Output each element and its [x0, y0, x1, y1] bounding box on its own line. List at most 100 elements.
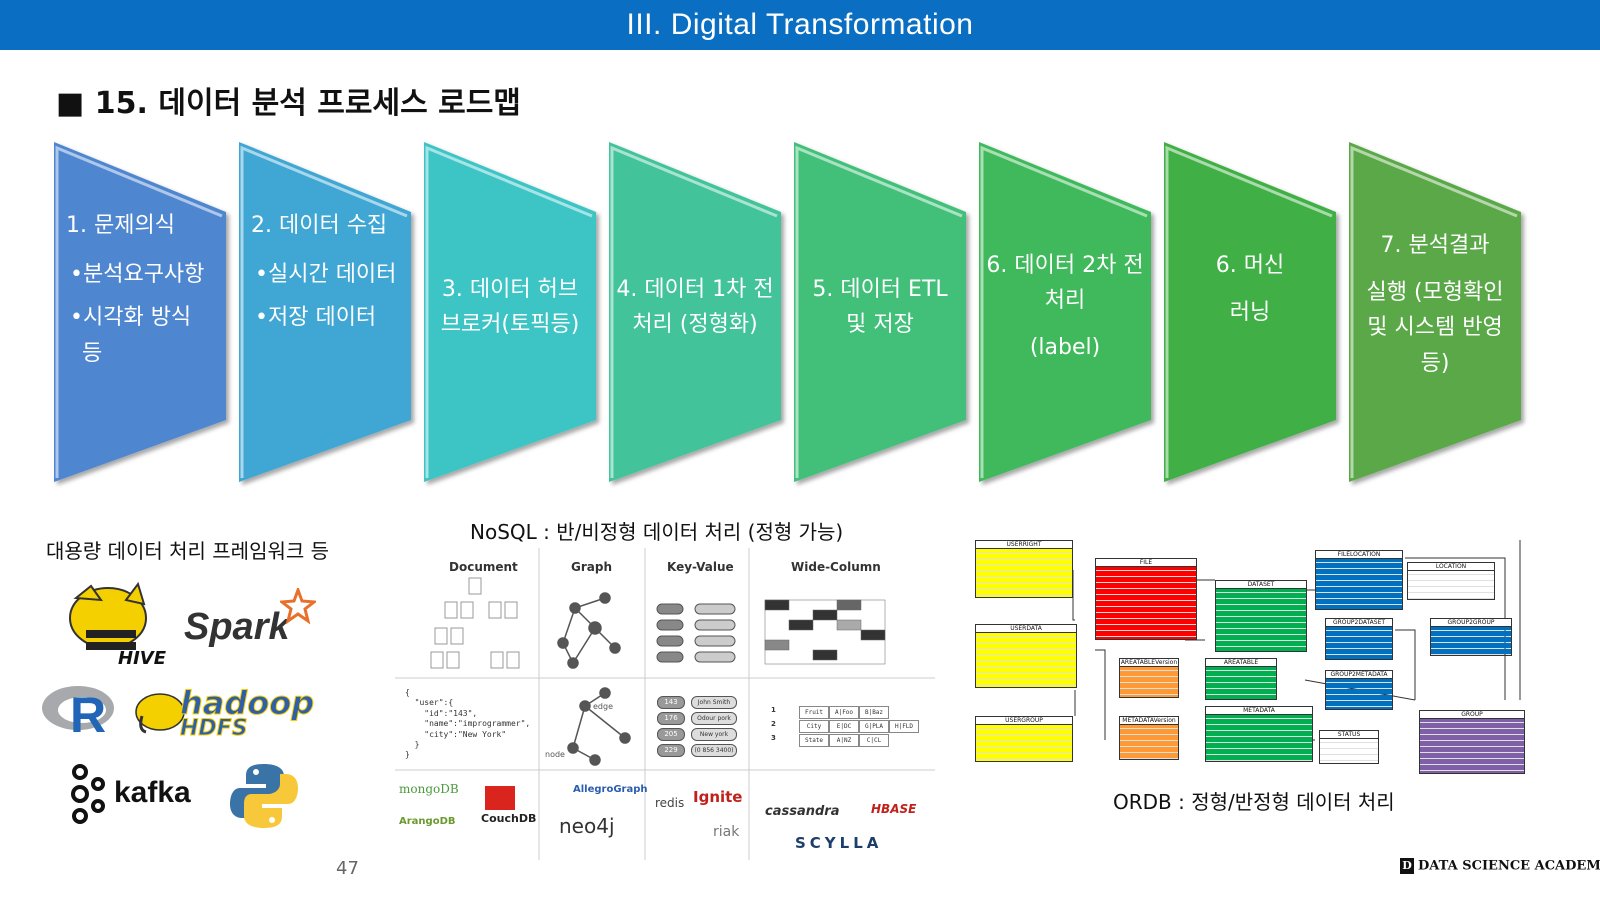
step-text-6: 6. 데이터 2차 전처리 (label): [985, 248, 1145, 366]
hadoop-label: hadoop: [179, 684, 315, 723]
frameworks-caption: 대용량 데이터 처리 프레임워크 등: [46, 539, 330, 563]
step-title: 5. 데이터 ETL 및 저장: [812, 277, 948, 338]
col-wide-column: Wide-Column: [791, 560, 881, 574]
kv-value: New york: [691, 728, 737, 741]
kafka-logo: kafka: [66, 764, 206, 826]
page-title: ■ 15. 데이터 분석 프로세스 로드맵: [56, 86, 521, 121]
step-title: 4. 데이터 1차 전처리 (정형화): [616, 277, 774, 338]
wc-cell: A|NZ: [829, 734, 859, 747]
ordb-entity-name: DATASET: [1216, 581, 1306, 589]
step-text-1: 1. 문제의식 •분석요구사항 •시각화 방식 등: [66, 208, 212, 371]
graph-node-label: node: [545, 750, 565, 759]
col-graph: Graph: [571, 560, 612, 574]
ordb-entity: AREATABLE: [1205, 658, 1277, 700]
step-title: 6. 머신: [1215, 253, 1285, 278]
nosql-caption: NoSQL : 반/비정형 데이터 처리 (정형 가능): [470, 520, 844, 544]
step-bullet: •분석요구사항: [70, 262, 205, 288]
ordb-entity: DATASET: [1215, 580, 1307, 652]
step-bullet: •시각화 방식 등: [70, 305, 192, 366]
couchdb-icon: [485, 786, 515, 810]
ordb-entity-name: METADATAVersion: [1120, 717, 1178, 725]
ordb-entity-name: GROUP2DATASET: [1326, 619, 1392, 627]
kv-key: 205: [657, 728, 685, 741]
kv-value: Odour pork: [691, 712, 737, 725]
ordb-entity: METADATAVersion: [1119, 716, 1179, 760]
ordb-entity: STATUS: [1319, 730, 1379, 764]
ignite-logo: Ignite: [693, 788, 743, 806]
nosql-grid: [395, 548, 935, 860]
wc-cell: City: [799, 720, 829, 733]
ordb-entity: METADATA: [1205, 706, 1313, 762]
hive-label: HIVE: [118, 648, 166, 669]
wc-row-id: 1: [771, 706, 776, 714]
ordb-entity: LOCATION: [1407, 562, 1495, 600]
header-bar: III. Digital Transformation: [0, 0, 1600, 50]
graph-edge-label: edge: [593, 702, 613, 711]
arangodb-logo: ArangoDB: [399, 816, 456, 827]
kv-key: 176: [657, 712, 685, 725]
wc-cell: B|Baz: [859, 706, 889, 719]
header-title: III. Digital Transformation: [626, 8, 974, 41]
ordb-entity-name: AREATABLEVersion: [1120, 659, 1178, 667]
kv-value: John Smith: [691, 696, 737, 709]
ordb-entity: USERGROUP: [975, 716, 1073, 762]
hive-logo: HIVE: [56, 578, 166, 670]
wc-cell: C|CL: [859, 734, 889, 747]
ordb-entity-name: AREATABLE: [1206, 659, 1276, 667]
step-title: 1. 문제의식: [66, 213, 175, 238]
ordb-caption: ORDB : 정형/반정형 데이터 처리: [1113, 790, 1395, 814]
mongodb-logo: mongoDB: [399, 782, 459, 796]
elephant-icon: [135, 693, 185, 734]
ordb-entity: GROUP2GROUP: [1430, 618, 1512, 656]
kv-key: 229: [657, 744, 685, 757]
r-icon: [42, 686, 114, 730]
nosql-diagram: Document Graph Key-Value Wide-Column { "…: [395, 548, 935, 860]
step-bullet: •실시간 데이터: [255, 262, 397, 288]
wc-row-id: 3: [771, 734, 776, 742]
wc-cell: H|FLD: [889, 720, 919, 733]
wc-cell: Fruit: [799, 706, 829, 719]
star-icon: [280, 588, 316, 624]
step-text-2: 2. 데이터 수집•실시간 데이터•저장 데이터: [251, 208, 397, 336]
ordb-entity-name: USERDATA: [976, 625, 1076, 633]
ordb-entity-name: USERRIGHT: [976, 541, 1072, 549]
hadoop-logo: hadoop HDFS: [134, 684, 334, 748]
riak-logo: riak: [713, 824, 740, 840]
ordb-entity: GROUP2METADATA: [1325, 670, 1393, 710]
hdfs-label: HDFS: [180, 716, 249, 742]
neo4j-logo: neo4j: [559, 814, 615, 838]
col-key-value: Key-Value: [667, 560, 734, 574]
allegrograph-logo: AllegroGraph: [573, 784, 648, 795]
step-title: 3. 데이터 허브 브로커(토픽등): [440, 277, 580, 338]
ordb-entity-name: METADATA: [1206, 707, 1312, 715]
ordb-entity-name: STATUS: [1320, 731, 1378, 739]
hive-icon: [69, 581, 147, 650]
ordb-entity: GROUP: [1419, 710, 1525, 774]
ordb-entity: FILELOCATION: [1315, 550, 1403, 610]
spark-logo: Spark: [184, 588, 324, 658]
json-sample: { "user":{ "id":"143", "name":"improgram…: [405, 688, 531, 760]
python-logo: [228, 760, 300, 832]
ordb-entity: GROUP2DATASET: [1325, 618, 1393, 660]
couchdb-logo: CouchDB: [481, 812, 537, 825]
ordb-entity-name: GROUP2GROUP: [1431, 619, 1511, 627]
step-text-5: 5. 데이터 ETL 및 저장: [800, 272, 960, 342]
hbase-logo: HBASE: [871, 802, 917, 816]
scylla-logo: SCYLLA: [795, 834, 883, 852]
ordb-entity: USERRIGHT: [975, 540, 1073, 598]
col-document: Document: [449, 560, 518, 574]
ordb-entity: USERDATA: [975, 624, 1077, 688]
ordb-entity-name: FILE: [1096, 559, 1196, 567]
r-logo: R: [40, 680, 120, 744]
ordb-entity: FILE: [1095, 558, 1197, 640]
step-text-4: 4. 데이터 1차 전처리 (정형화): [615, 272, 775, 342]
ordb-entity: AREATABLEVersion: [1119, 658, 1179, 698]
step-title: 6. 데이터 2차 전처리: [986, 253, 1144, 314]
footer-brand-label: DATA SCIENCE ACADEMY: [1418, 858, 1600, 874]
step-subtitle: 실행 (모형확인 및 시스템 반영 등): [1366, 280, 1504, 376]
step-subtitle: (label): [1029, 335, 1101, 361]
